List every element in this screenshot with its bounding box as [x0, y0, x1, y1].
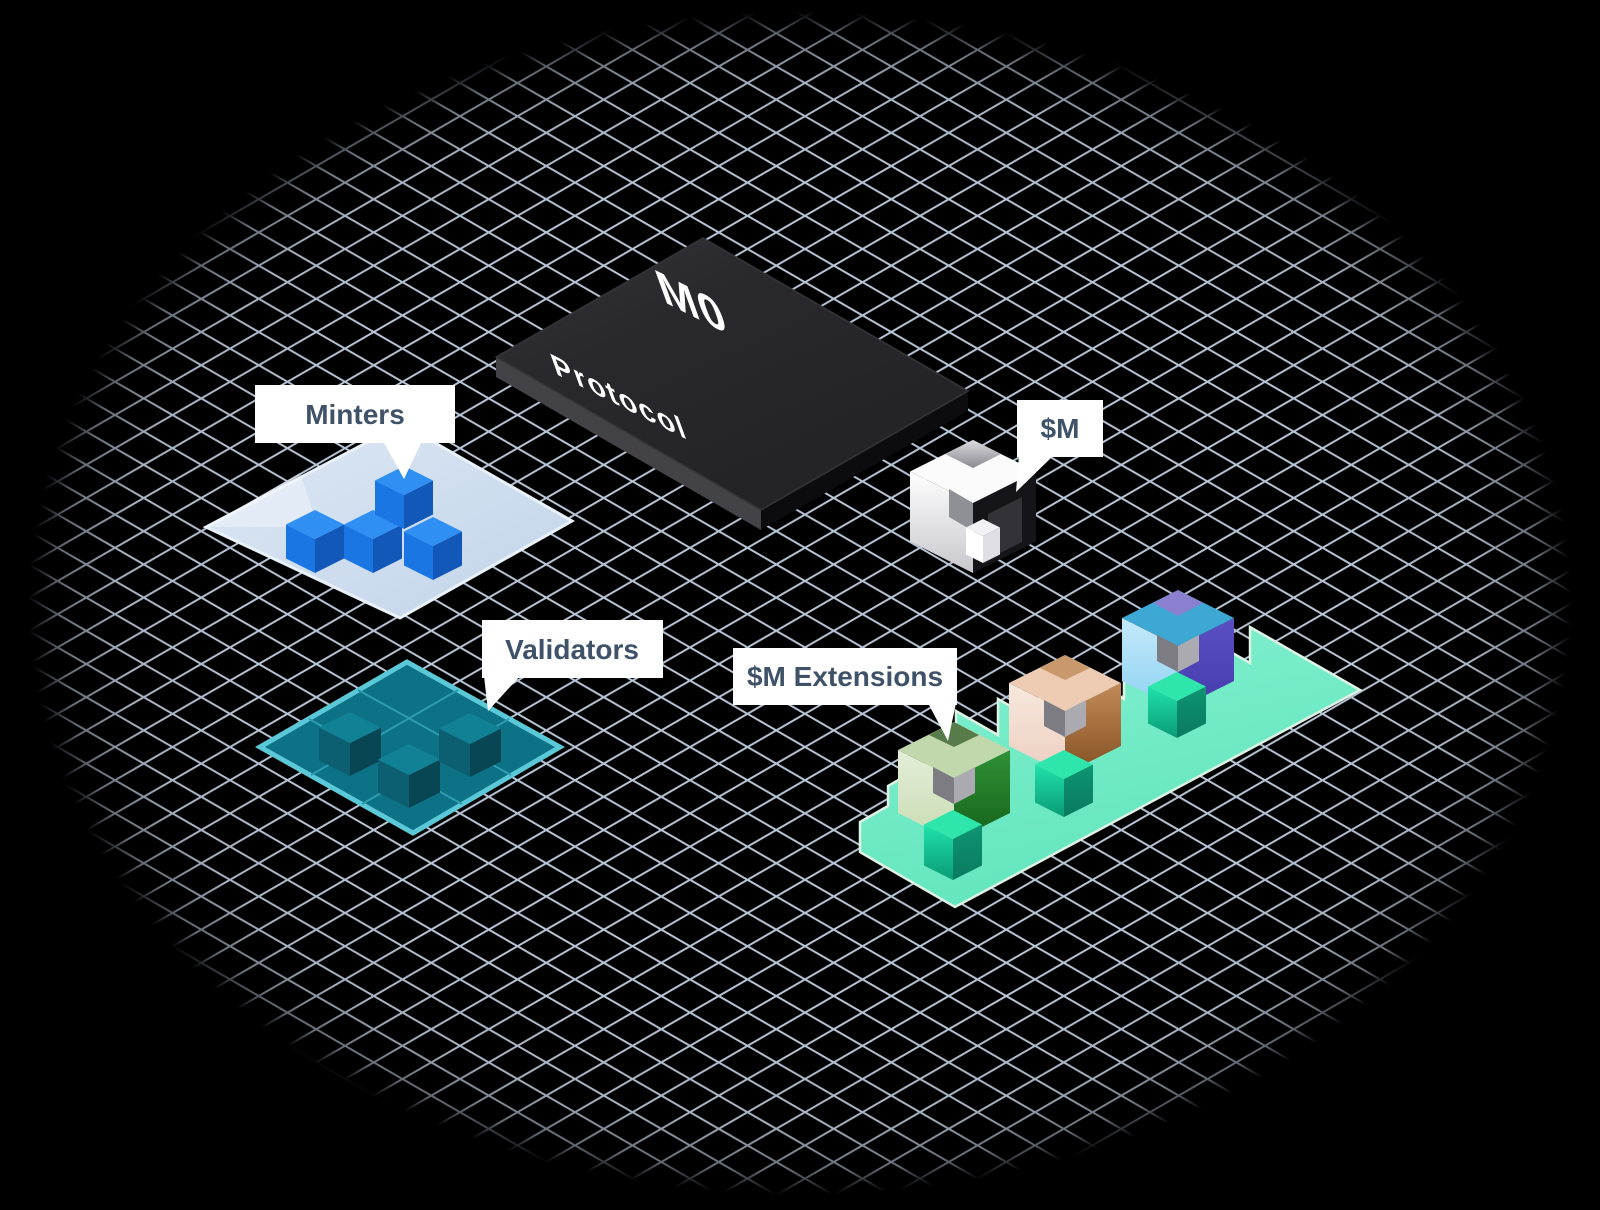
- bubble-tail: [1016, 455, 1054, 492]
- protocol-slab: M0 Protocol: [493, 236, 971, 530]
- m-token-bubble: $M: [1016, 400, 1103, 492]
- minters-bubble: Minters: [255, 385, 455, 479]
- bubble-tail: [928, 703, 956, 741]
- validator-cube: [439, 713, 501, 777]
- m-cube-top-face: [910, 440, 1036, 503]
- extension-cube-green: [898, 722, 1010, 880]
- notch-wall: [1044, 700, 1065, 737]
- notch-wall: [1178, 635, 1199, 672]
- slab-edge-highlight: [493, 236, 971, 512]
- m-cube-leg: [966, 519, 1000, 563]
- m-cube-front-notch: [949, 489, 973, 531]
- slab-left-side: [496, 357, 761, 530]
- validators-label: Validators: [505, 634, 639, 665]
- validators-bubble: Validators: [482, 620, 663, 711]
- validators-group: [254, 659, 566, 836]
- minters-label: Minters: [305, 399, 405, 430]
- bubble-tail: [484, 676, 520, 711]
- notch-wall: [1157, 635, 1178, 672]
- validator-cube: [319, 712, 381, 776]
- minters-group: [202, 422, 576, 620]
- extensions-group: [858, 590, 1363, 909]
- notch-wall: [954, 767, 975, 804]
- validator-cube: [378, 744, 440, 808]
- bubble-box: [482, 620, 663, 678]
- mini-m-cube: [1035, 750, 1093, 817]
- m-token-label: $M: [1041, 413, 1080, 444]
- extensions-label: $M Extensions: [747, 661, 943, 692]
- extensions-bubble: $M Extensions: [733, 648, 957, 741]
- minter-cube-elevated: [375, 466, 433, 529]
- minter-cube: [404, 517, 462, 580]
- mini-m-cube: [924, 810, 982, 880]
- extension-cube-tan: [1009, 655, 1121, 817]
- notch-wall: [933, 767, 954, 804]
- mini-m-cube: [1148, 672, 1206, 738]
- bubble-tail: [383, 441, 422, 479]
- bubble-box: [1017, 400, 1103, 457]
- minters-tile-sheen: [206, 473, 318, 527]
- bubble-box: [733, 648, 957, 705]
- minter-cube: [286, 510, 344, 573]
- extension-cube-blue: [1122, 590, 1234, 738]
- m-token-cube: [910, 440, 1036, 573]
- bubble-box: [255, 385, 455, 443]
- m-cube-top-notch: [945, 440, 1001, 468]
- notch-wall: [1065, 700, 1086, 737]
- slab-right-side: [761, 391, 968, 530]
